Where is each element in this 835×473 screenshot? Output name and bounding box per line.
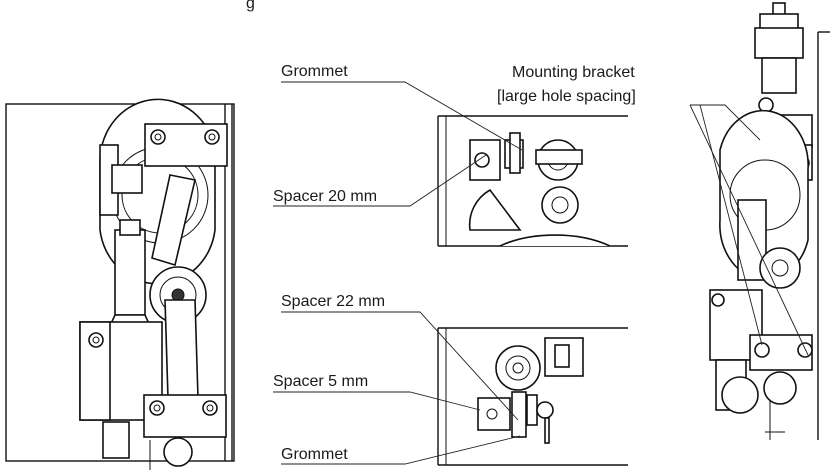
middle-bottom-view	[437, 327, 628, 466]
annotations: Grommet Mounting bracket [large hole spa…	[273, 63, 809, 465]
mounting-bracket-label-detail: [large hole spacing]	[497, 88, 636, 105]
spacer-5-leader	[273, 391, 481, 411]
grommet-top-leader	[281, 81, 523, 151]
mounting-bracket-label: Mounting bracket	[512, 64, 635, 81]
left-assembly-view	[5, 98, 235, 470]
spacer-5-label: Spacer 5 mm	[273, 373, 368, 390]
spacer-20-leader	[273, 154, 487, 207]
spacer-22-label: Spacer 22 mm	[281, 293, 385, 310]
top-cut-text: g	[246, 0, 255, 12]
grommet-label-top: Grommet	[281, 63, 348, 80]
grommet-label-bottom: Grommet	[281, 446, 348, 463]
right-assembly-view	[709, 2, 830, 440]
mounting-bracket-leader-a	[690, 104, 761, 141]
middle-top-view	[437, 115, 628, 247]
grommet-bottom-leader	[281, 435, 521, 465]
mounting-bracket-leader-b	[689, 104, 809, 356]
spacer-22-leader	[281, 311, 519, 421]
mounting-bracket-leader-c	[699, 104, 763, 346]
spacer-20-label: Spacer 20 mm	[273, 188, 377, 205]
